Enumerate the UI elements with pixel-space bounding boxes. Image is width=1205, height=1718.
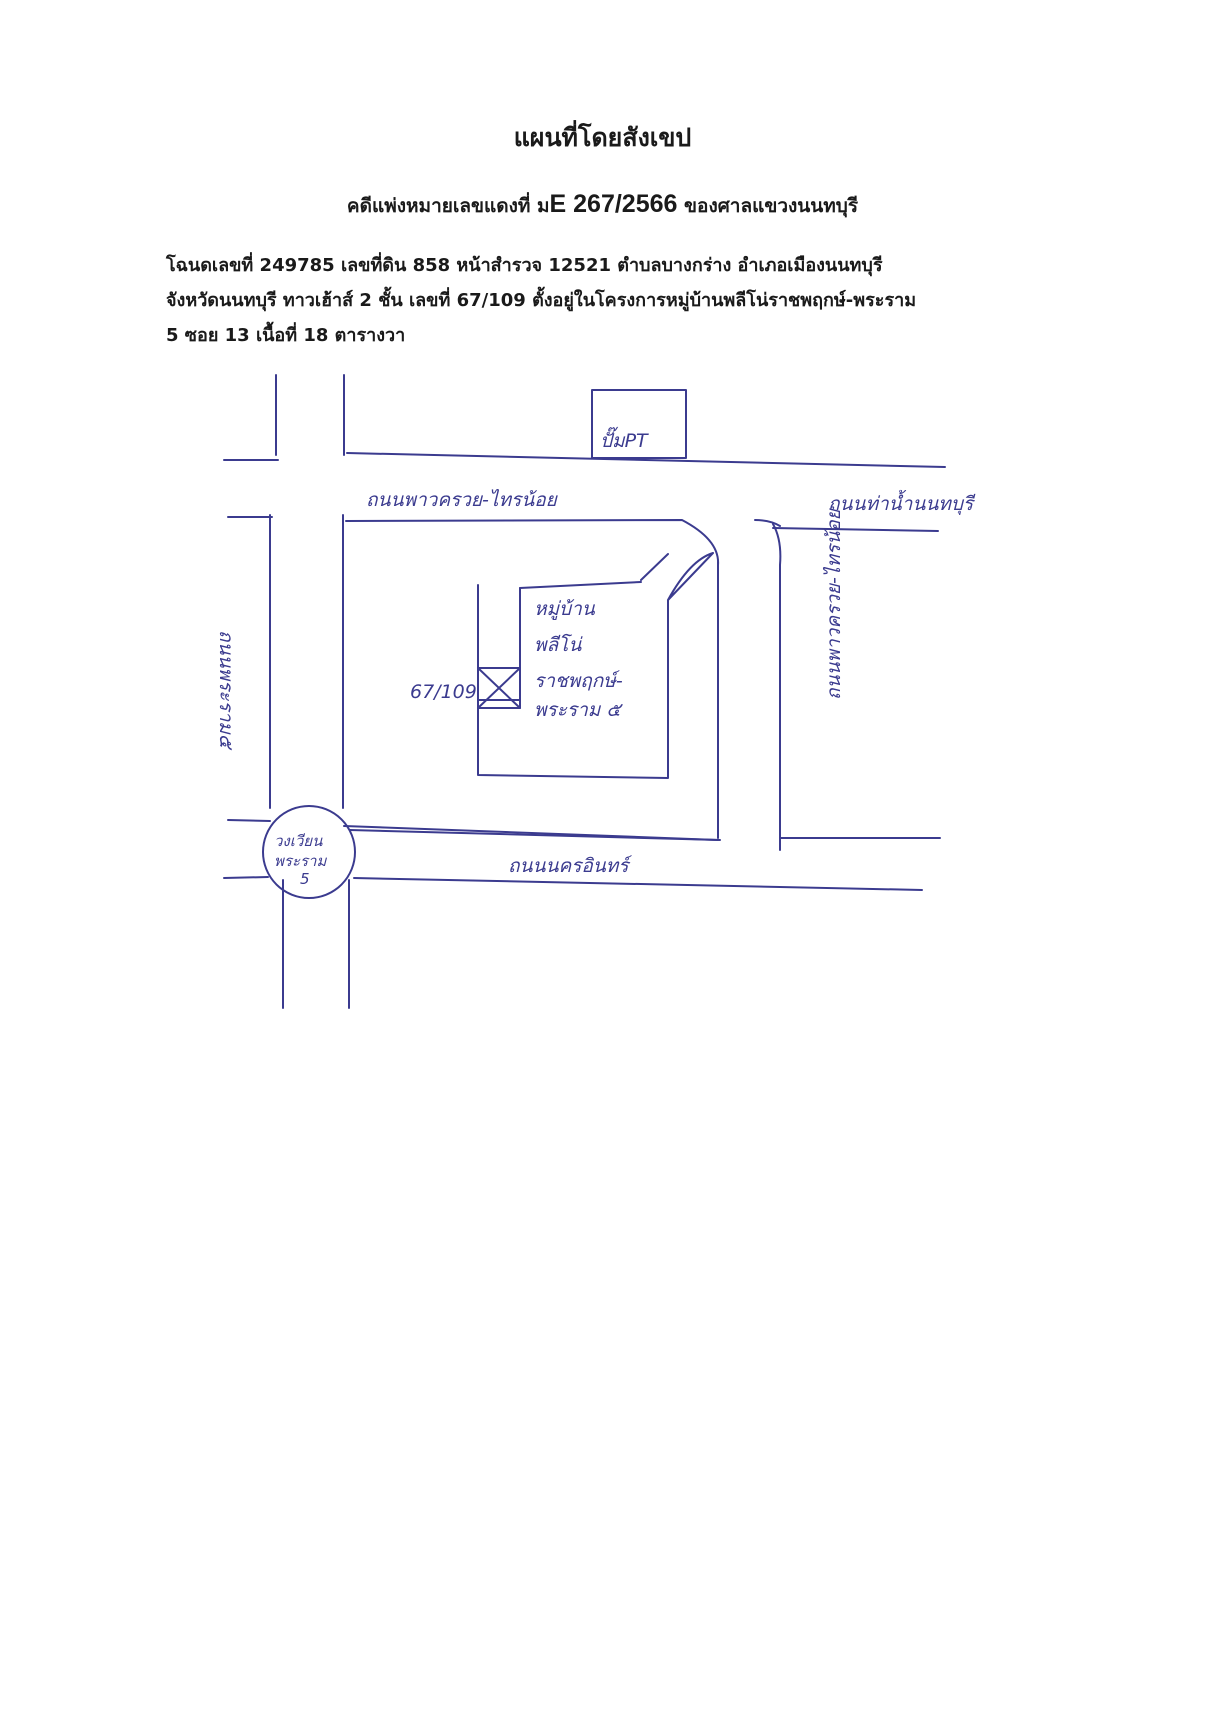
description-line: โฉนดเลขที่ 249785 เลขที่ดิน 858 หน้าสำรว…	[166, 255, 883, 276]
court-name: ของศาลแขวงนนทบุรี	[677, 195, 859, 217]
village-label: ราชพฤกษ์-	[534, 670, 623, 692]
description-line: 5 ซอย 13 เนื้อที่ 18 ตารางวา	[166, 325, 406, 346]
roundabout-label: วงเวียน	[274, 832, 323, 850]
road-edge-line	[227, 516, 720, 566]
road-label-right: ถนนพาวครวย-ไทรน้อย	[822, 507, 845, 700]
road-edge-line	[223, 876, 923, 891]
house-number-label: 67/109	[410, 681, 477, 703]
road-label-bottom: ถนนนครอินทร์	[508, 855, 633, 877]
pt-station-label: ปั๊มPT	[600, 426, 649, 452]
village-label: พลีโน่	[534, 633, 583, 656]
roundabout-label: 5	[300, 870, 310, 888]
road-edge-line	[772, 523, 941, 839]
house-plot-cross	[477, 667, 521, 709]
road-edge-line	[269, 514, 344, 809]
roundabout-circle	[262, 805, 356, 899]
road-edge-line	[223, 452, 946, 468]
road-edge-line	[754, 519, 939, 532]
road-label-top: ถนนพาวครวย-ไทรน้อย	[366, 488, 559, 511]
case-prefix: คดีแพ่งหมายเลขแดงที่ ม	[346, 195, 550, 217]
road-edge-line	[282, 879, 350, 1009]
road-edge-line	[275, 374, 345, 456]
road-edge-line	[343, 825, 781, 851]
village-top-line	[519, 581, 642, 589]
village-boundary	[477, 552, 714, 779]
road-edge-line	[349, 829, 721, 841]
pt-station-box	[591, 389, 687, 459]
village-label: หมู่บ้าน	[534, 598, 596, 620]
village-label: พระราม ๕	[534, 699, 623, 721]
roundabout-label: พระราม	[274, 852, 327, 870]
case-number: E 267/2566	[549, 190, 678, 218]
road-label-left: ถนนพระราม๕	[215, 630, 237, 751]
description-line: จังหวัดนนทบุรี ทาวเฮ้าส์ 2 ชั้น เลขที่ 6…	[166, 290, 917, 311]
property-description: โฉนดเลขที่ 249785 เลขที่ดิน 858 หน้าสำรว…	[166, 248, 1106, 353]
road-label-top-right: ถนนท่าน้ำนนทบุรี	[828, 489, 976, 515]
road-edge-line	[227, 819, 271, 822]
case-number-line: คดีแพ่งหมายเลขแดงที่ มE 267/2566 ของศาลแ…	[0, 190, 1205, 221]
document-title: แผนที่โดยสังเขป	[513, 123, 692, 152]
house-plot-marker	[477, 667, 521, 709]
